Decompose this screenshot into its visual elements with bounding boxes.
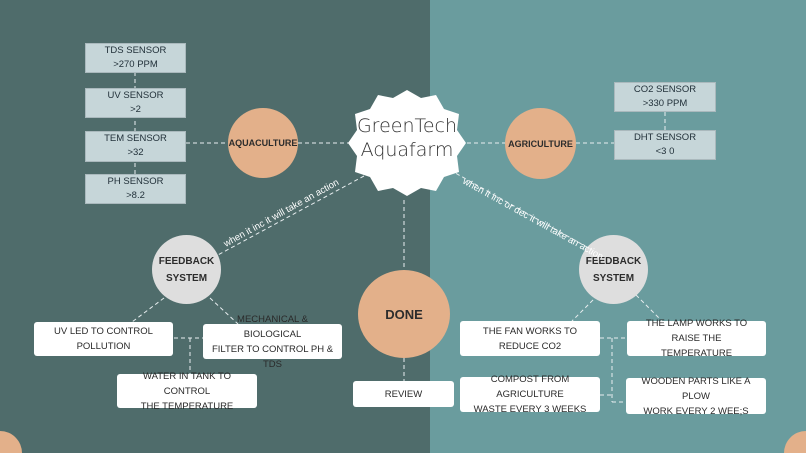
action-line-1: THE LAMP WORKS TO RAISE THE xyxy=(645,318,748,344)
tds-sensor-box: TDS SENSOR >270 PPM xyxy=(85,43,186,73)
tem-sensor-box: TEM SENSOR >32 xyxy=(85,131,186,162)
action-wooden-parts-box: WOODEN PARTS LIKE A PLOW WORK EVERY 2 WE… xyxy=(626,376,766,417)
ph-sensor-box: PH SENSOR >8.2 xyxy=(85,174,186,204)
action-compost-box: COMPOST FROM AGRICULTURE WASTE EVERY 3 W… xyxy=(460,374,600,415)
action-line-1: UV LED TO CONTROL xyxy=(54,326,153,337)
action-water-tank-box: WATER IN TANK TO CONTROL THE TEMPERATURE xyxy=(117,371,257,412)
connector-title-to-left-feedback xyxy=(215,175,365,257)
review-label: REVIEW xyxy=(384,388,423,400)
done-node: DONE xyxy=(358,270,450,358)
action-line-1: COMPOST FROM AGRICULTURE xyxy=(490,374,570,400)
co2-sensor-name: CO2 SENSOR xyxy=(633,84,697,95)
tem-sensor-value: >32 xyxy=(127,147,144,158)
ph-sensor-value: >8.2 xyxy=(126,190,145,201)
action-line-1: WOODEN PARTS LIKE A PLOW xyxy=(641,375,751,402)
action-line-2: TEMPERATURE xyxy=(660,348,733,359)
dht-sensor-name: DHT SENSOR xyxy=(633,132,697,143)
corner-decoration-right xyxy=(784,431,806,453)
action-filter-box: MECHANICAL & BIOLOGICAL FILTER TO CONTRO… xyxy=(203,314,342,370)
dht-sensor-box: DHT SENSOR <3 0 xyxy=(614,130,716,160)
tem-sensor-name: TEM SENSOR xyxy=(104,133,167,144)
action-lamp-box: THE LAMP WORKS TO RAISE THE TEMPERATURE xyxy=(627,318,766,359)
action-line-1: MECHANICAL & BIOLOGICAL xyxy=(237,313,308,340)
title-line-2: Aquafarm xyxy=(360,139,454,161)
agriculture-label: AGRICULTURE xyxy=(508,138,573,149)
action-line-2: WORK EVERY 2 WEE;S xyxy=(643,405,749,417)
action-line-2: REDUCE CO2 xyxy=(498,340,562,352)
action-line-2: FILTER TO CONTROL PH & TDS xyxy=(211,343,334,370)
feedback-line-2: SYSTEM xyxy=(165,272,208,284)
connector-left-feedback-to-uv xyxy=(131,297,165,323)
review-box: REVIEW xyxy=(353,381,454,407)
title-line-1: GreenTech xyxy=(356,115,458,137)
action-line-2: WASTE EVERY 3 WEEKS xyxy=(473,404,587,415)
co2-sensor-value: >330 PPM xyxy=(642,98,688,109)
co2-sensor-box: CO2 SENSOR >330 PPM xyxy=(614,82,716,112)
connector-left-feedback-to-filter xyxy=(209,297,239,325)
diagram-title: GreenTech Aquafarm xyxy=(348,114,466,162)
connector-right-feedback-to-lamp xyxy=(635,294,663,322)
feedback-line-1: FEEDBACK xyxy=(158,255,215,267)
ph-sensor-name: PH SENSOR xyxy=(107,176,164,187)
aquaculture-node: AQUACULTURE xyxy=(228,108,298,178)
feedback-line-1: FEEDBACK xyxy=(585,255,642,267)
agriculture-node: AGRICULTURE xyxy=(505,108,576,179)
action-line-1: THE FAN WORKS TO xyxy=(482,325,578,337)
agriculture-feedback-system-node: FEEDBACK SYSTEM xyxy=(579,235,648,304)
uv-sensor-value: >2 xyxy=(130,104,141,115)
dht-sensor-value: <3 0 xyxy=(655,146,675,157)
uv-sensor-name: UV SENSOR xyxy=(107,90,164,101)
aquaculture-feedback-system-node: FEEDBACK SYSTEM xyxy=(152,235,221,304)
action-line-2: THE TEMPERATURE xyxy=(140,400,234,412)
title-cloud-shape xyxy=(348,90,466,196)
tds-sensor-name: TDS SENSOR xyxy=(104,45,167,56)
tds-sensor-value: >270 PPM xyxy=(113,59,158,70)
connector-right-feedback-to-fan xyxy=(571,294,599,322)
done-label: DONE xyxy=(385,306,423,322)
aquaculture-label: AQUACULTURE xyxy=(228,138,298,148)
action-line-1: WATER IN TANK TO CONTROL xyxy=(143,370,231,397)
uv-sensor-box: UV SENSOR >2 xyxy=(85,88,186,118)
action-fan-box: THE FAN WORKS TO REDUCE CO2 xyxy=(460,321,600,356)
action-line-2: POLLUTION xyxy=(76,341,131,352)
action-uv-led-box: UV LED TO CONTROL POLLUTION xyxy=(34,322,173,356)
feedback-line-2: SYSTEM xyxy=(592,272,635,284)
